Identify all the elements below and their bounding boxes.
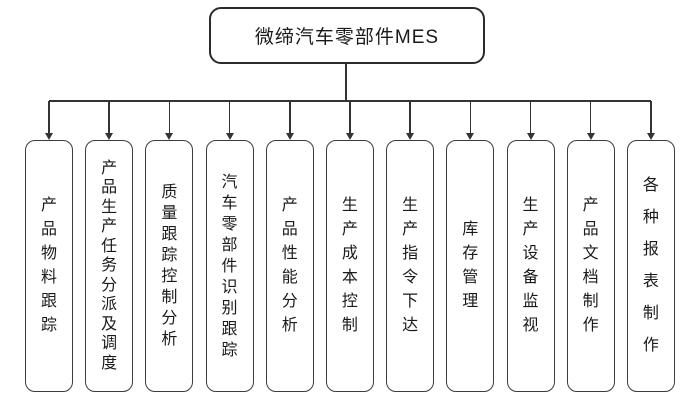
- node-product-document-creation: 产品文档制作: [566, 140, 615, 392]
- connector-drop-line: [228, 101, 231, 133]
- arrow-down-icon: [526, 133, 535, 140]
- node-production-cost-control: 生产成本控制: [325, 140, 374, 392]
- node-inventory-management: 库存管理: [446, 140, 495, 392]
- child-cell: 各种报表制作: [626, 101, 675, 392]
- arrow-down-icon: [345, 133, 354, 140]
- child-cell: 产品性能分析: [265, 101, 314, 392]
- node-various-reports-creation: 各种报表制作: [626, 140, 675, 392]
- child-cell: 产品文档制作: [566, 101, 615, 392]
- child-cell: 产品物料跟踪: [25, 101, 73, 392]
- node-label: 质量跟踪控制分析: [161, 184, 178, 348]
- connector-drop-line: [409, 101, 411, 133]
- arrow-down-icon: [225, 133, 234, 140]
- node-production-equipment-monitoring: 生产设备监视: [506, 140, 555, 392]
- connector-drop-line: [469, 101, 472, 133]
- connector-drop-line: [289, 101, 291, 133]
- connector-drop-line: [589, 101, 592, 133]
- arrow-down-icon: [586, 133, 595, 140]
- child-cell: 汽车零部件识别跟踪: [205, 101, 254, 392]
- node-label: 各种报表制作: [642, 177, 659, 354]
- connector-drop-line: [48, 101, 50, 133]
- connector-drop-line: [650, 101, 652, 133]
- child-cell: 生产指令下达: [386, 101, 435, 392]
- node-product-performance-analysis: 产品性能分析: [265, 140, 314, 392]
- arrow-down-icon: [45, 133, 53, 140]
- node-label: 生产设备监视: [522, 197, 539, 334]
- node-label: 汽车零部件识别跟踪: [221, 173, 238, 359]
- connector-drop-line: [168, 101, 171, 133]
- arrow-down-icon: [466, 133, 475, 140]
- child-cell: 生产成本控制: [325, 101, 374, 392]
- child-cell: 生产设备监视: [506, 101, 555, 392]
- node-production-order-issue: 生产指令下达: [386, 140, 435, 392]
- arrow-down-icon: [646, 133, 655, 140]
- children-row: 产品物料跟踪 产品生产任务分派及调度 质量跟踪控制分析 汽车零部件识别跟踪: [25, 101, 675, 392]
- arrow-down-icon: [165, 133, 174, 140]
- child-cell: 产品生产任务分派及调度: [85, 101, 134, 392]
- node-label: 生产指令下达: [402, 197, 419, 334]
- node-auto-parts-identification-tracking: 汽车零部件识别跟踪: [205, 140, 254, 392]
- node-product-material-tracking: 产品物料跟踪: [25, 140, 73, 392]
- child-cell: 质量跟踪控制分析: [145, 101, 194, 392]
- node-label: 产品性能分析: [281, 197, 298, 334]
- node-label: 产品文档制作: [582, 197, 599, 334]
- root-node-label: 微缔汽车零部件MES: [254, 27, 440, 48]
- node-production-task-dispatch-scheduling: 产品生产任务分派及调度: [85, 140, 134, 392]
- connector-drop-line: [349, 101, 351, 133]
- node-label: 生产成本控制: [341, 197, 358, 334]
- connector-drop-line: [529, 101, 532, 133]
- child-cell: 库存管理: [446, 101, 495, 392]
- node-label: 产品生产任务分派及调度: [101, 159, 118, 372]
- arrow-down-icon: [285, 133, 294, 140]
- arrow-down-icon: [406, 133, 415, 140]
- connector-drop-line: [108, 101, 110, 133]
- node-label: 产品物料跟踪: [40, 197, 57, 334]
- arrow-down-icon: [105, 133, 114, 140]
- root-node: 微缔汽车零部件MES: [209, 7, 485, 64]
- node-label: 库存管理: [462, 221, 479, 310]
- connector-stem: [345, 64, 347, 101]
- node-quality-tracking-control-analysis: 质量跟踪控制分析: [145, 140, 194, 392]
